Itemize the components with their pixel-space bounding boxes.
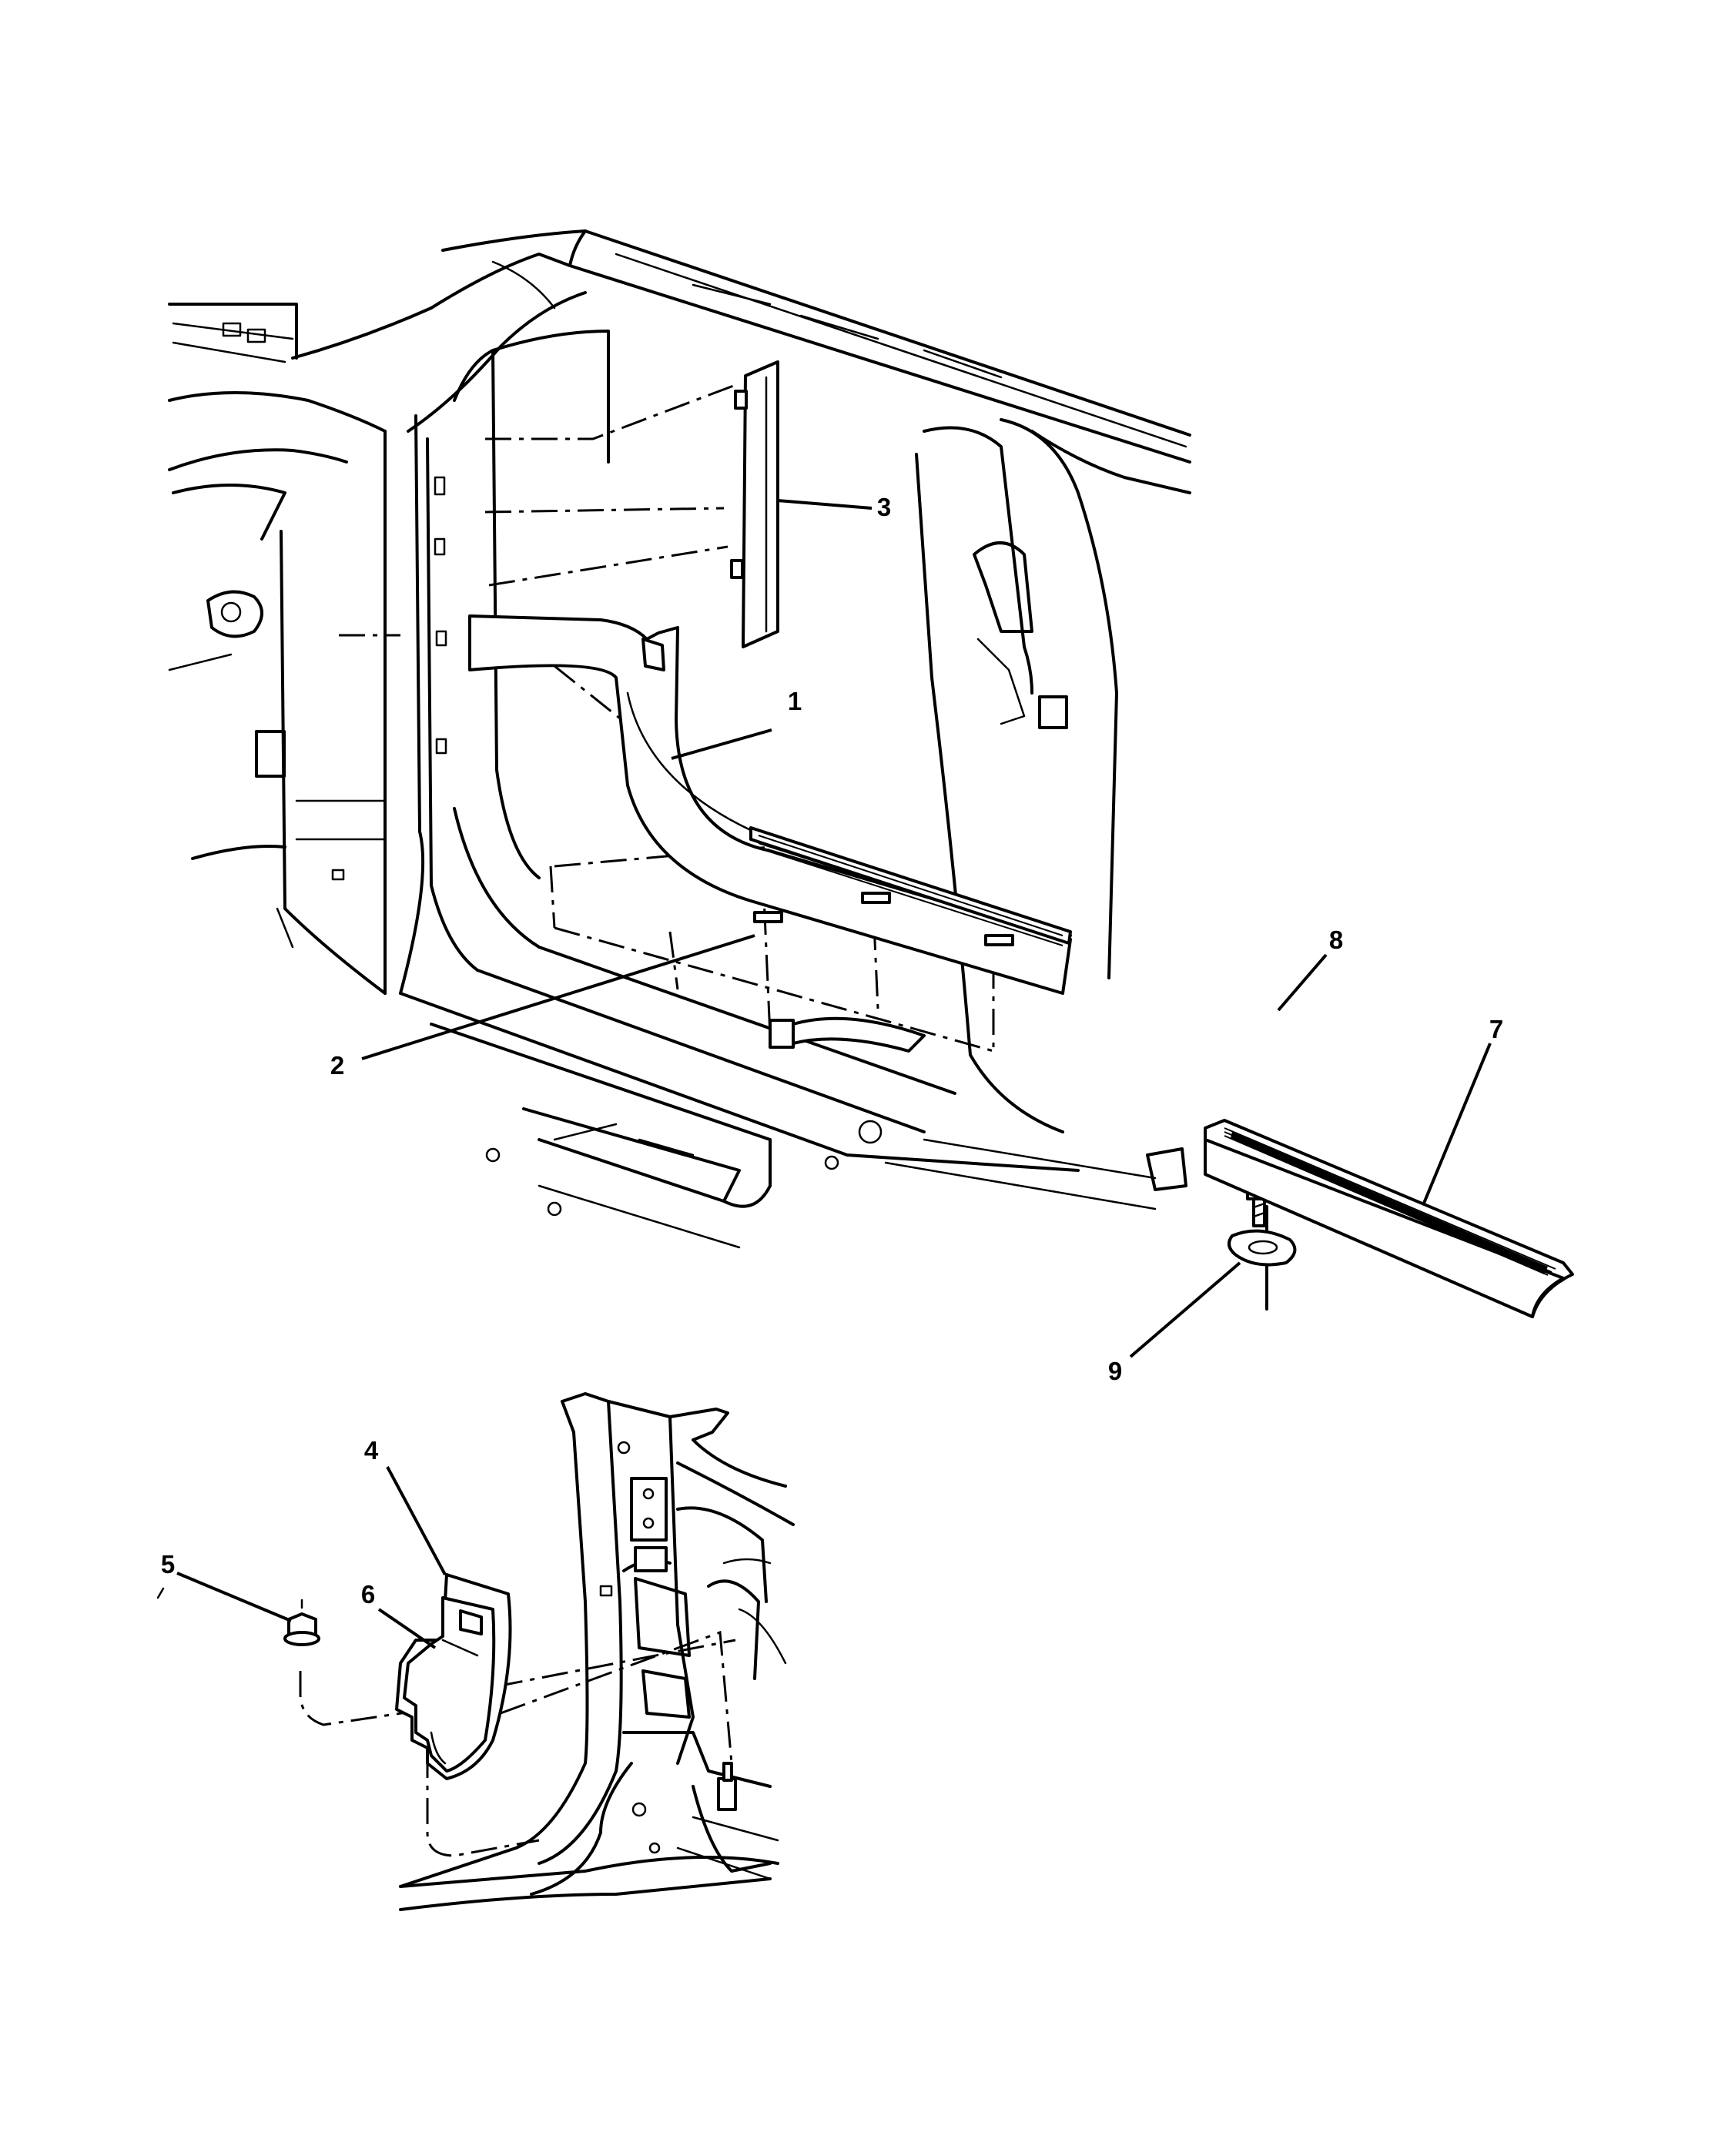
leader-6 [377, 1608, 437, 1649]
leader-5 [176, 1572, 292, 1622]
leader-9 [1129, 1261, 1241, 1358]
callout-2: 2 [330, 1051, 344, 1080]
part-7-sill-plate [1204, 1119, 1574, 1318]
callout-1: 1 [788, 687, 802, 715]
callout-9: 9 [1108, 1357, 1122, 1385]
leader-3 [777, 499, 873, 510]
part-5-nut [283, 1599, 320, 1646]
part-9-clip [1228, 1205, 1297, 1311]
part-1-cowl-trim [468, 614, 1072, 1053]
cab-body-structure [168, 229, 1191, 1249]
part-4-6-kick-panel [395, 1573, 512, 1780]
lower-reference-lines [299, 1630, 736, 1857]
leader-8 [1277, 953, 1328, 1012]
leader-4 [386, 1466, 447, 1575]
leader-2 [361, 934, 755, 1060]
part-3-trim-panel [730, 360, 779, 648]
callout-5: 5 [161, 1550, 175, 1578]
callout-labels: 1 2 3 4 5 6 7 8 9 [161, 493, 1503, 1609]
callout-3: 3 [877, 493, 891, 521]
lower-pillar-structure [399, 1392, 795, 1911]
callout-8: 8 [1329, 926, 1343, 954]
leader-7 [1422, 1043, 1492, 1206]
leader-lines [156, 499, 1492, 1649]
callout-7: 7 [1489, 1015, 1503, 1043]
leader-1 [671, 728, 772, 760]
callout-6: 6 [361, 1580, 375, 1609]
callout-4: 4 [364, 1436, 379, 1465]
leader-5-tick [156, 1587, 165, 1599]
